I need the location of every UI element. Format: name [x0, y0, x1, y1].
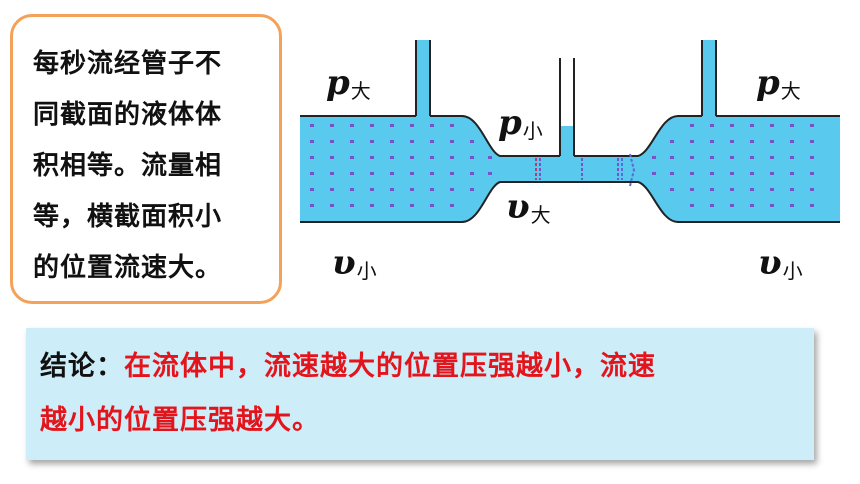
- velocity-label-middle: υ大: [506, 187, 551, 227]
- conclusion-box: 结论：在流体中，流速越大的位置压强越小，流速 越小的位置压强越大。: [26, 328, 814, 460]
- explanation-line: 的位置流速大。: [33, 253, 223, 283]
- pipe-top-wall: [300, 115, 840, 157]
- velocity-label-right: υ小: [758, 243, 803, 283]
- flow-arrows-left: [310, 124, 492, 207]
- explanation-line: 积相等。流量相: [33, 151, 223, 181]
- explanation-box: 每秒流经管子不 同截面的液体体 积相等。流量相 等，横截面积小 的位置流速大。: [10, 14, 282, 304]
- flow-arrows-right: [652, 124, 814, 207]
- pressure-label-right: p大: [756, 63, 801, 103]
- explanation-line: 同截面的液体体: [33, 100, 223, 130]
- flow-arrows-narrow: [535, 153, 636, 187]
- pressure-label-left: p大: [326, 63, 371, 103]
- pipe-bottom-wall: [300, 181, 840, 223]
- conclusion-text: 越小的位置压强越大。: [40, 405, 320, 436]
- conclusion-line-1: 结论：在流体中，流速越大的位置压强越小，流速: [40, 340, 800, 394]
- conclusion-line-2: 越小的位置压强越大。: [40, 394, 800, 448]
- venturi-tube-diagram: p大 p小 p大 υ大 υ小 υ小: [300, 36, 840, 286]
- venturi-tube-svg: [300, 40, 840, 223]
- velocity-label-left: υ小: [332, 243, 377, 283]
- explanation-line: 每秒流经管子不: [33, 49, 223, 79]
- left-pressure-column: [417, 40, 429, 116]
- pressure-label-middle: p小: [498, 103, 543, 143]
- right-pressure-column: [703, 40, 715, 116]
- conclusion-prefix: 结论：: [40, 351, 124, 382]
- middle-pressure-column: [561, 126, 573, 158]
- conclusion-text: 在流体中，流速越大的位置压强越小，流速: [124, 351, 656, 382]
- explanation-line: 等，横截面积小: [33, 202, 223, 232]
- water-flow: [300, 116, 840, 222]
